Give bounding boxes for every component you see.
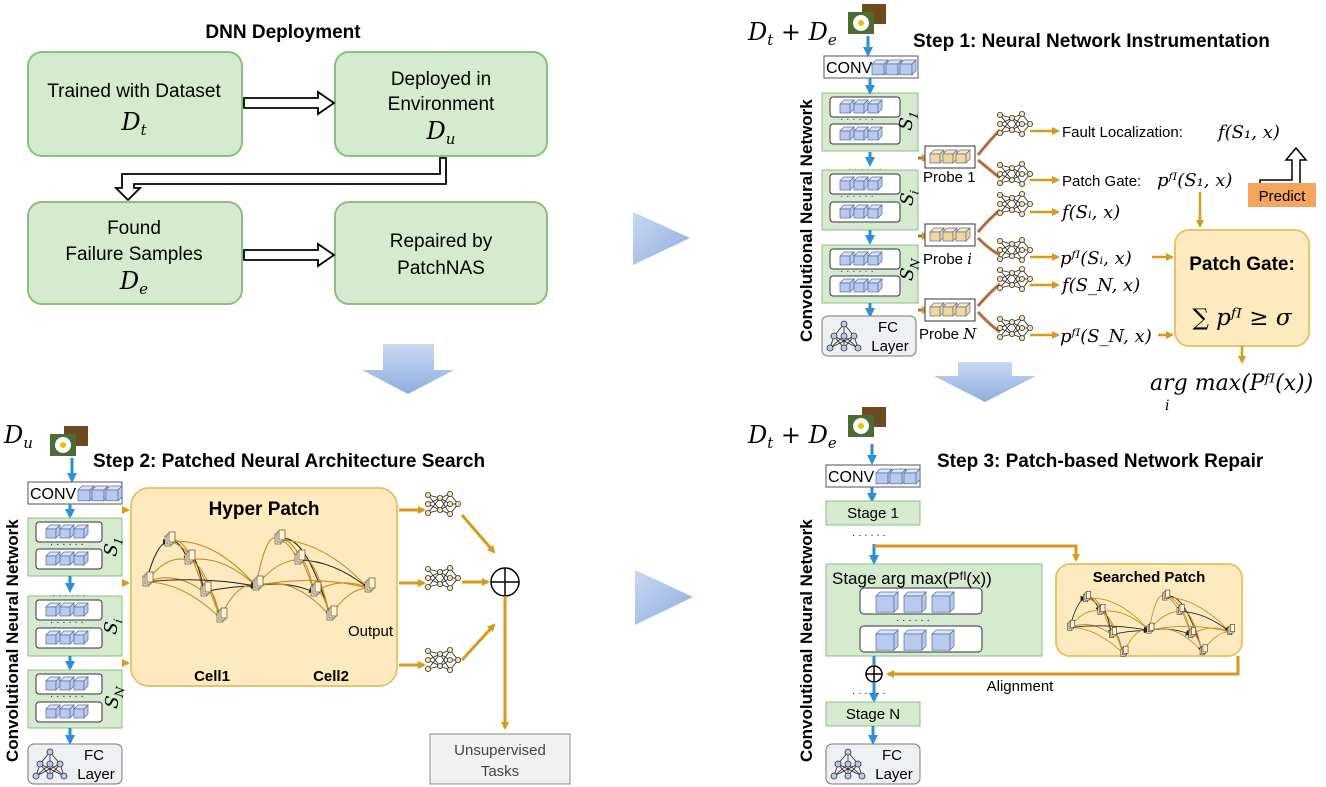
step1-argmax-sub: i xyxy=(1165,398,1169,414)
flower-image-icon-3 xyxy=(848,407,886,437)
step2-side-label: Convolutional Neural Network xyxy=(3,519,22,762)
step3-panel: Dt + De Step 3: Patch-based Network Repa… xyxy=(747,407,1264,785)
big-arrow-right-top xyxy=(633,212,690,265)
unsupervised-tasks-box xyxy=(429,733,571,785)
box-trained xyxy=(27,51,243,157)
step2-conv-label: CONV xyxy=(30,486,77,503)
step1-out-fi: f(Sᵢ, x) xyxy=(1060,202,1120,223)
hyper-patch-title: Hyper Patch xyxy=(209,499,320,520)
hyper-patch-cells xyxy=(142,529,376,623)
flower-image-icon xyxy=(848,4,886,34)
step1-stage-label-n: SN xyxy=(896,256,923,283)
deployment-title: DNN Deployment xyxy=(205,22,361,43)
box-repaired xyxy=(334,201,548,305)
step2-fc-line2: Layer xyxy=(77,766,115,783)
box-repaired-line2: PatchNAS xyxy=(397,258,485,279)
step1-out-pn: pᶠᴵ(S_N, x) xyxy=(1060,326,1152,347)
step3-title: Step 3: Patch-based Network Repair xyxy=(937,451,1264,472)
step1-stage-label-i: Si xyxy=(896,187,921,207)
searched-patch-cells xyxy=(1067,589,1235,657)
step1-fc-line2: Layer xyxy=(871,338,909,355)
cell1-label: Cell1 xyxy=(194,668,230,685)
svg-text:· · · · · ·: · · · · · · xyxy=(50,617,84,628)
step2-fc-line1: FC xyxy=(84,747,104,764)
hollow-arrow-trained-deployed xyxy=(243,90,336,116)
unsupervised-line2: Tasks xyxy=(481,763,519,780)
stage1-box xyxy=(825,500,921,526)
step1-out-pi: pᶠᴵ(Sᵢ, x) xyxy=(1060,248,1132,269)
svg-text:· · · · · ·: · · · · · · xyxy=(840,266,874,277)
step2-input-label: Du xyxy=(3,421,33,452)
big-arrow-right-bottom xyxy=(635,570,693,625)
step1-panel: Dt + De Step 1: Neural Network Instrumen… xyxy=(747,4,1316,414)
step3-input-label: Dt + De xyxy=(747,421,837,452)
patch-gate-formula: ∑ pᶠᴵ ≥ σ xyxy=(1192,305,1292,331)
stage-argmax-label: Stage arg max(Pᶠᴵ(x)) xyxy=(832,569,992,588)
step1-probe-i: Probe i xyxy=(923,250,972,268)
box-found xyxy=(27,201,243,305)
step1-side-label: Convolutional Neural Network xyxy=(797,99,816,342)
dnn-deployment-panel: DNN Deployment Trained with Dataset Dt D… xyxy=(27,22,548,305)
svg-text:· · · · · ·: · · · · · · xyxy=(852,688,886,699)
hollow-arrow-predict xyxy=(1259,146,1308,189)
svg-text:· · · · · ·: · · · · · · xyxy=(840,114,874,125)
output-label: Output xyxy=(348,623,394,640)
step2-stage-label-i: Si xyxy=(100,616,125,636)
cell2-label: Cell2 xyxy=(313,668,349,685)
step3-conv-label: CONV xyxy=(828,469,875,486)
step1-conv-label: CONV xyxy=(826,60,873,77)
unsupervised-line1: Unsupervised xyxy=(454,742,546,759)
box-found-line2: Failure Samples xyxy=(65,244,202,265)
box-found-line1: Found xyxy=(107,218,161,239)
searched-patch-title: Searched Patch xyxy=(1093,569,1206,586)
box-trained-line1: Trained with Dataset xyxy=(47,81,221,102)
box-deployed-line2: Environment xyxy=(388,94,495,115)
svg-text:· · · · · ·: · · · · · · xyxy=(840,191,874,202)
step1-patch-gate-formula: pᶠᴵ(S₁, x) xyxy=(1157,170,1232,191)
step1-input-label: Dt + De xyxy=(747,18,837,49)
add-node-icon xyxy=(865,665,883,683)
hollow-arrow-found-repaired xyxy=(243,242,336,268)
step1-probe-1: Probe 1 xyxy=(923,169,976,186)
step2-panel: Du Step 2: Patched Neural Architecture S… xyxy=(3,421,571,785)
alignment-label: Alignment xyxy=(987,678,1055,695)
big-arrow-down-left xyxy=(362,344,454,394)
stageN-label: Stage N xyxy=(846,706,900,723)
svg-text:· · · · · ·: · · · · · · xyxy=(852,530,886,541)
hyper-patch-box xyxy=(130,487,398,687)
svg-text:· · · · · ·: · · · · · · xyxy=(50,691,84,702)
step2-title: Step 2: Patched Neural Architecture Sear… xyxy=(93,451,485,472)
svg-text:· · · · · ·: · · · · · · xyxy=(50,539,84,550)
step3-fc-line2: Layer xyxy=(875,766,913,783)
box-deployed xyxy=(334,51,548,157)
step1-patch-gate-label: Patch Gate: xyxy=(1062,173,1141,190)
step1-fc-line1: FC xyxy=(878,319,898,336)
sum-node-icon xyxy=(490,567,520,597)
flower-image-icon-2 xyxy=(50,426,88,456)
step3-fc-line1: FC xyxy=(882,747,902,764)
stage1-label: Stage 1 xyxy=(847,505,899,522)
step1-probe-n: Probe N xyxy=(919,325,977,343)
step1-title: Step 1: Neural Network Instrumentation xyxy=(913,31,1270,52)
step1-fault-formula: f(S₁, x) xyxy=(1216,122,1280,143)
step3-side-label: Convolutional Neural Network xyxy=(797,519,816,762)
box-repaired-line1: Repaired by xyxy=(390,231,493,252)
patch-gate-title: Patch Gate: xyxy=(1189,254,1295,275)
step1-out-fn: f(S_N, x) xyxy=(1060,275,1140,296)
stageN-box xyxy=(825,701,921,727)
predict-badge xyxy=(1248,183,1316,207)
svg-text:· · · · · ·: · · · · · · xyxy=(896,615,930,626)
predict-label: Predict xyxy=(1259,188,1307,205)
step1-argmax: arg max(Pᶠᴵ(x)) xyxy=(1150,371,1313,396)
hollow-arrow-deployed-found xyxy=(113,157,447,202)
box-deployed-line1: Deployed in xyxy=(391,69,491,90)
big-arrow-down-right xyxy=(934,362,1036,402)
step1-fault-localization: Fault Localization: xyxy=(1062,124,1183,141)
